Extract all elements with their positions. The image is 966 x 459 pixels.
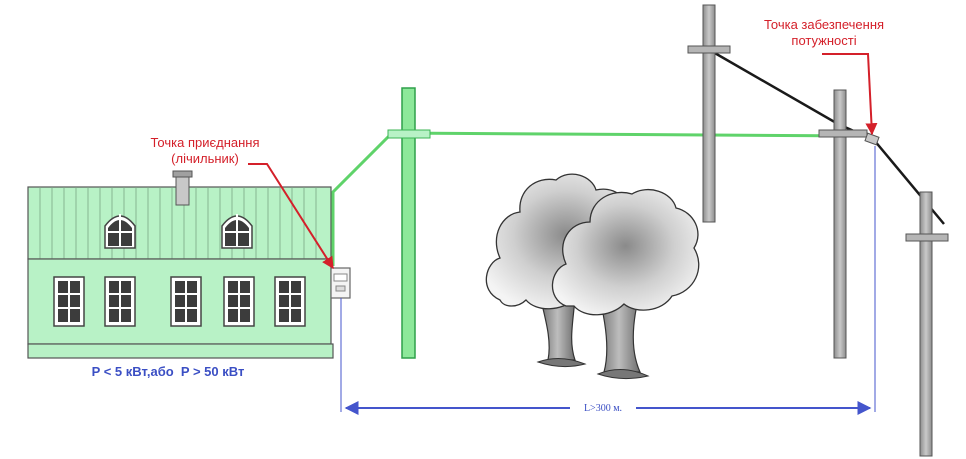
house-window <box>170 276 202 327</box>
house <box>27 170 351 359</box>
house-foundation <box>27 343 334 359</box>
dormer-window-right <box>221 214 253 249</box>
distance-label: L>300 м. <box>584 403 622 414</box>
house-window <box>223 276 255 327</box>
connection-point-sublabel: (лічильник) <box>171 151 239 166</box>
utility-pole <box>905 191 949 457</box>
distance-dimension: L>300 м. <box>340 146 876 415</box>
tree-illustration <box>485 173 700 380</box>
power-point-label: Точка забезпечення <box>764 17 884 32</box>
power-supply-point-marker <box>864 132 880 146</box>
connection-point-pointer <box>248 163 334 270</box>
electricity-meter-icon <box>330 267 351 299</box>
green-pole <box>387 87 431 359</box>
house-window <box>53 276 85 327</box>
chimney <box>175 175 190 206</box>
utility-pole <box>687 4 731 223</box>
power-point-sublabel: потужності <box>791 33 856 48</box>
dormer-window-left <box>104 214 136 249</box>
connection-point-label: Точка приєднання <box>150 135 259 150</box>
house-window <box>274 276 306 327</box>
green-service-line <box>331 131 867 266</box>
power-condition-label: P < 5 кВт,або P > 50 кВт <box>92 364 245 379</box>
black-supply-line <box>712 50 945 225</box>
utility-pole <box>818 89 868 359</box>
house-window <box>104 276 136 327</box>
power-point-pointer <box>822 53 878 136</box>
